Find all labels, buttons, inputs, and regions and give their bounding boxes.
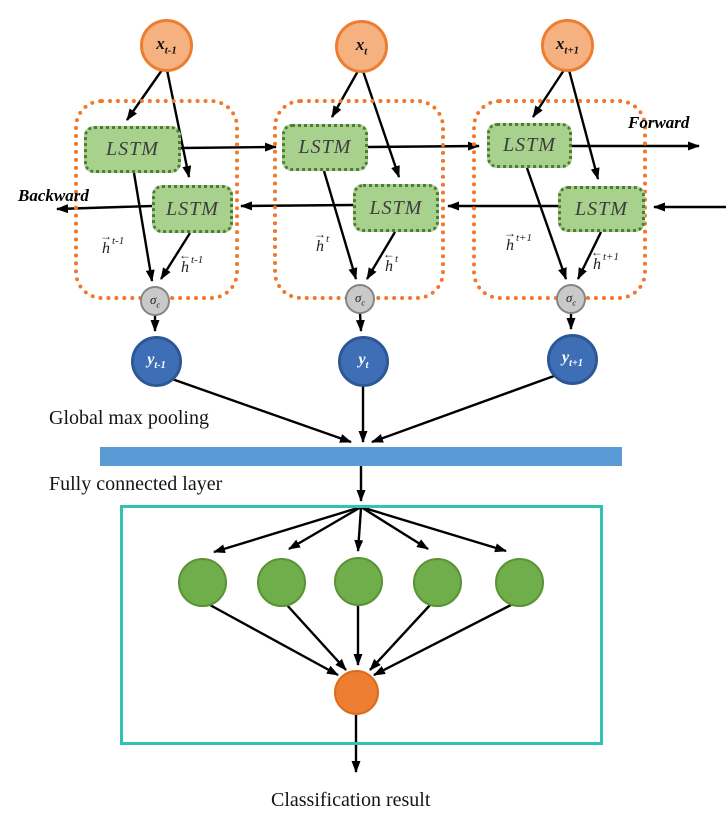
backward-lstm-t: LSTM [353,184,439,232]
pooling-arrows [171,374,555,502]
input-node-label: xt-1 [156,34,177,57]
output-node-y-t+1: yt+1 [547,334,598,385]
output-node-label: yt-1 [147,351,166,372]
input-node-x-t+1: xt+1 [541,19,594,72]
sigma-node-t: σc [345,284,375,314]
lstm-label: LSTM [369,196,423,219]
output-node-label: yt [358,351,369,372]
global-max-pooling-label: Global max pooling [49,407,209,429]
fc-fan-arrows [213,505,507,554]
sigma-label: σc [149,292,161,310]
input-node-x-t: xt [335,20,388,73]
backward-lstm-t+1: LSTM [558,186,645,232]
output-node-y-t: yt [338,336,389,387]
lstm-label: LSTM [298,136,352,158]
fc-hidden-node-1 [178,558,227,607]
output-node-label: yt+1 [562,349,583,370]
lstm-label: LSTM [166,197,219,220]
input-node-x-t-1: xt-1 [140,19,193,72]
fully-connected-layer-label: Fully connected layer [49,473,223,495]
global-max-pooling-bar [100,447,622,466]
lstm-label: LSTM [106,138,159,160]
fc-hidden-node-5 [495,558,544,607]
sigma-node-t+1: σc [556,284,586,314]
classification-result-label: Classification result [271,789,431,811]
fully-connected-layer-box [120,505,603,745]
fc-converge-arrows [209,603,512,677]
input-arrows [126,69,600,180]
sigma-label: σc [354,290,366,308]
fc-output-node [334,670,379,715]
fc-hidden-node-3 [334,557,383,606]
input-node-label: xt+1 [555,34,580,57]
fc-hidden-node-2 [257,558,306,607]
forward-direction-label: Forward [628,113,690,132]
forward-lstm-t-1: LSTM [84,126,181,173]
input-node-label: xt [355,35,368,58]
backward-direction-label: Backward [18,186,89,205]
sigma-node-t-1: σc [140,286,170,316]
backward-lstm-t-1: LSTM [152,185,233,233]
forward-lstm-t+1: LSTM [487,123,572,168]
forward-lstm-t: LSTM [282,124,368,171]
sigma-label: σc [565,290,577,308]
hidden-state-arrows [132,167,603,282]
lstm-label: LSTM [503,134,556,156]
lstm-label: LSTM [575,197,628,220]
fc-hidden-node-4 [413,558,462,607]
forward-flow-arrows [180,141,700,152]
sigma-output-arrows [150,312,576,332]
output-node-y-t-1: yt-1 [131,336,182,387]
